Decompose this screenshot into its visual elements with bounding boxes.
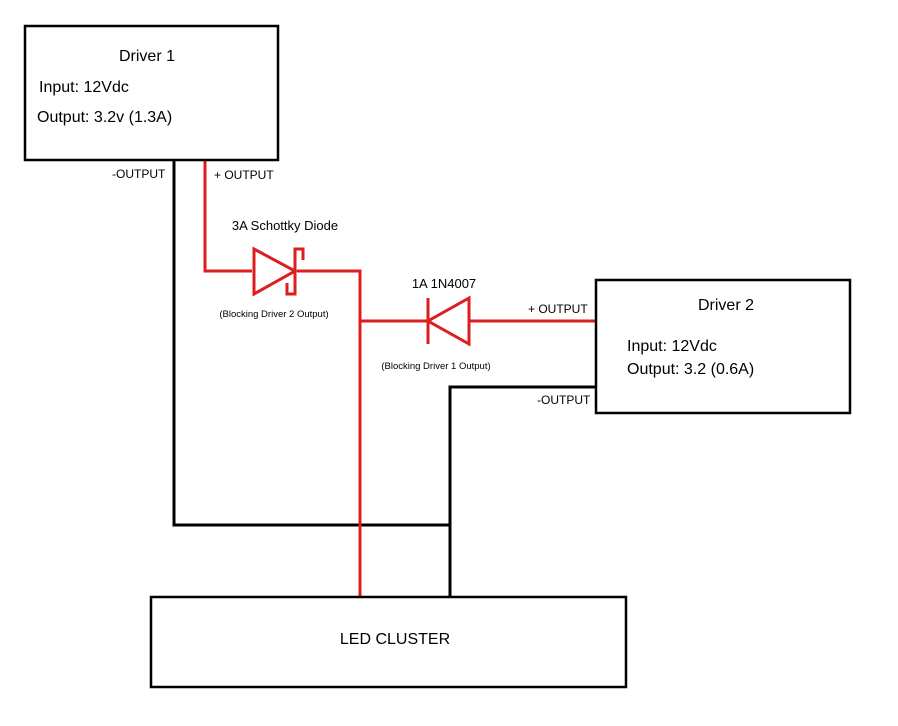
driver2-title: Driver 2 <box>698 297 754 314</box>
led-cluster-box: LED CLUSTER <box>149 595 628 689</box>
driver2-box: Driver 2 Input: 12Vdc Output: 3.2 (0.6A) <box>594 278 852 415</box>
driver1-box: Driver 1 Input: 12Vdc Output: 3.2v (1.3A… <box>23 24 280 162</box>
led-cluster-label: LED CLUSTER <box>340 631 450 648</box>
driver2-input: Input: 12Vdc <box>627 338 717 355</box>
driver1-output: Output: 3.2v (1.3A) <box>37 109 172 126</box>
rectifier-label: 1A 1N4007 <box>412 276 476 291</box>
schottky-note: (Blocking Driver 2 Output) <box>219 309 328 320</box>
driver1-positive-label: + OUTPUT <box>214 168 274 182</box>
rectifier-note: (Blocking Driver 1 Output) <box>381 361 490 372</box>
driver2-output: Output: 3.2 (0.6A) <box>627 361 754 378</box>
driver1-negative-wire <box>172 160 450 527</box>
driver2-negative-label: -OUTPUT <box>537 393 591 407</box>
schottky-label: 3A Schottky Diode <box>232 218 338 233</box>
rectifier-diode-symbol <box>424 295 471 347</box>
driver2-positive-label: + OUTPUT <box>528 302 588 316</box>
driver1-input: Input: 12Vdc <box>39 79 129 96</box>
driver1-title: Driver 1 <box>119 48 175 65</box>
schottky-diode-symbol <box>252 246 305 297</box>
schottky-output-wire <box>297 269 362 321</box>
driver1-positive-wire <box>203 160 252 273</box>
driver1-negative-label: -OUTPUT <box>112 167 166 181</box>
driver2-negative-wire <box>448 385 596 597</box>
